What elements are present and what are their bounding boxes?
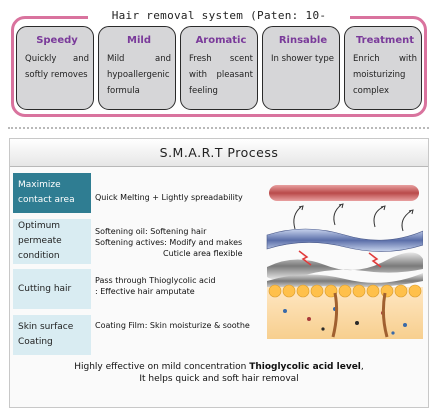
- smart-footer-line2: It helps quick and soft hair removal: [139, 374, 299, 384]
- feature-card-speedy: Speedy Quickly and softly removes: [16, 26, 94, 110]
- feature-card-mild: Mild Mild and hypoallergenic formula: [98, 26, 176, 110]
- step-desc-cutting: Pass through Thioglycolic acid : Effecti…: [95, 275, 216, 297]
- footer-text: Highly effective on mild concentration: [74, 362, 250, 372]
- cut-bolt-icon: [368, 252, 382, 268]
- feature-card-title: Rinsable: [278, 35, 328, 46]
- feature-card-desc: Quickly and softly removes: [25, 54, 89, 80]
- feature-card-desc: Fresh scent with pleasant feeling: [189, 54, 253, 96]
- skin-hair-root: [381, 292, 389, 338]
- feature-card-title: Mild: [127, 35, 151, 46]
- skin-cells: [268, 284, 422, 298]
- footer-text: ,: [360, 362, 364, 372]
- feature-card-desc: In shower type: [271, 54, 334, 64]
- feature-card-title: Aromatic: [195, 35, 247, 46]
- hair-removal-diagram: [266, 185, 423, 339]
- feature-card-treatment: Treatment Enrich with moisturizing compl…: [344, 26, 422, 110]
- step-desc-line: : Effective hair amputate: [95, 287, 195, 296]
- step-desc-line: Quick Melting + Lightly spreadability: [95, 193, 243, 202]
- step-desc-line: Cuticle area flexible: [163, 249, 243, 258]
- smart-process-title: S.M.A.R.T Process: [10, 139, 428, 167]
- step-desc-line: Coating Film: Skin moisturize & soothe: [95, 321, 250, 330]
- step-desc-line: Pass through Thioglycolic acid: [95, 276, 216, 285]
- skin-hair-root: [331, 292, 339, 338]
- step-desc-coating: Coating Film: Skin moisturize & soothe: [95, 320, 250, 331]
- feature-card-title: Treatment: [355, 35, 415, 46]
- cut-bolt-icon: [298, 250, 312, 266]
- step-desc-permeate: Softening oil: Softening hair Softening …: [95, 226, 242, 259]
- step-label-coating: Skin surface Coating: [13, 315, 91, 355]
- feature-cards: Speedy Quickly and softly removes Mild M…: [16, 26, 422, 110]
- smart-process-panel: S.M.A.R.T Process Maximize contact area …: [9, 138, 429, 408]
- smart-footer-line1: Highly effective on mild concentration T…: [10, 361, 428, 373]
- step-desc-line: Softening actives: Modify and makes: [95, 238, 243, 247]
- hair-strand-red: [269, 185, 419, 201]
- footer-bold-text: Thioglycolic acid level: [249, 362, 361, 372]
- hair-strand-blue: [266, 228, 423, 252]
- feature-card-desc: Enrich with moisturizing complex: [353, 54, 417, 96]
- step-label-maximize: Maximize contact area: [13, 173, 91, 213]
- feature-card-rinsable: Rinsable In shower type: [262, 26, 340, 110]
- step-label-permeate: Optimum permeate condition: [13, 219, 91, 264]
- penetration-arrows: [293, 203, 414, 232]
- feature-card-title: Speedy: [36, 35, 78, 46]
- feature-card-aromatic: Aromatic Fresh scent with pleasant feeli…: [180, 26, 258, 110]
- step-label-cutting: Cutting hair: [13, 269, 91, 309]
- hair-strand-gray: [267, 252, 423, 280]
- step-desc-line: Softening oil: Softening hair: [95, 227, 207, 236]
- features-panel-title: Hair removal system (Paten: 10-0854677): [88, 7, 350, 40]
- hair-strand-gray: [267, 273, 423, 289]
- feature-card-desc: Mild and hypoallergenic formula: [107, 54, 171, 96]
- section-divider: [8, 127, 429, 129]
- step-desc-maximize: Quick Melting + Lightly spreadability: [95, 192, 243, 203]
